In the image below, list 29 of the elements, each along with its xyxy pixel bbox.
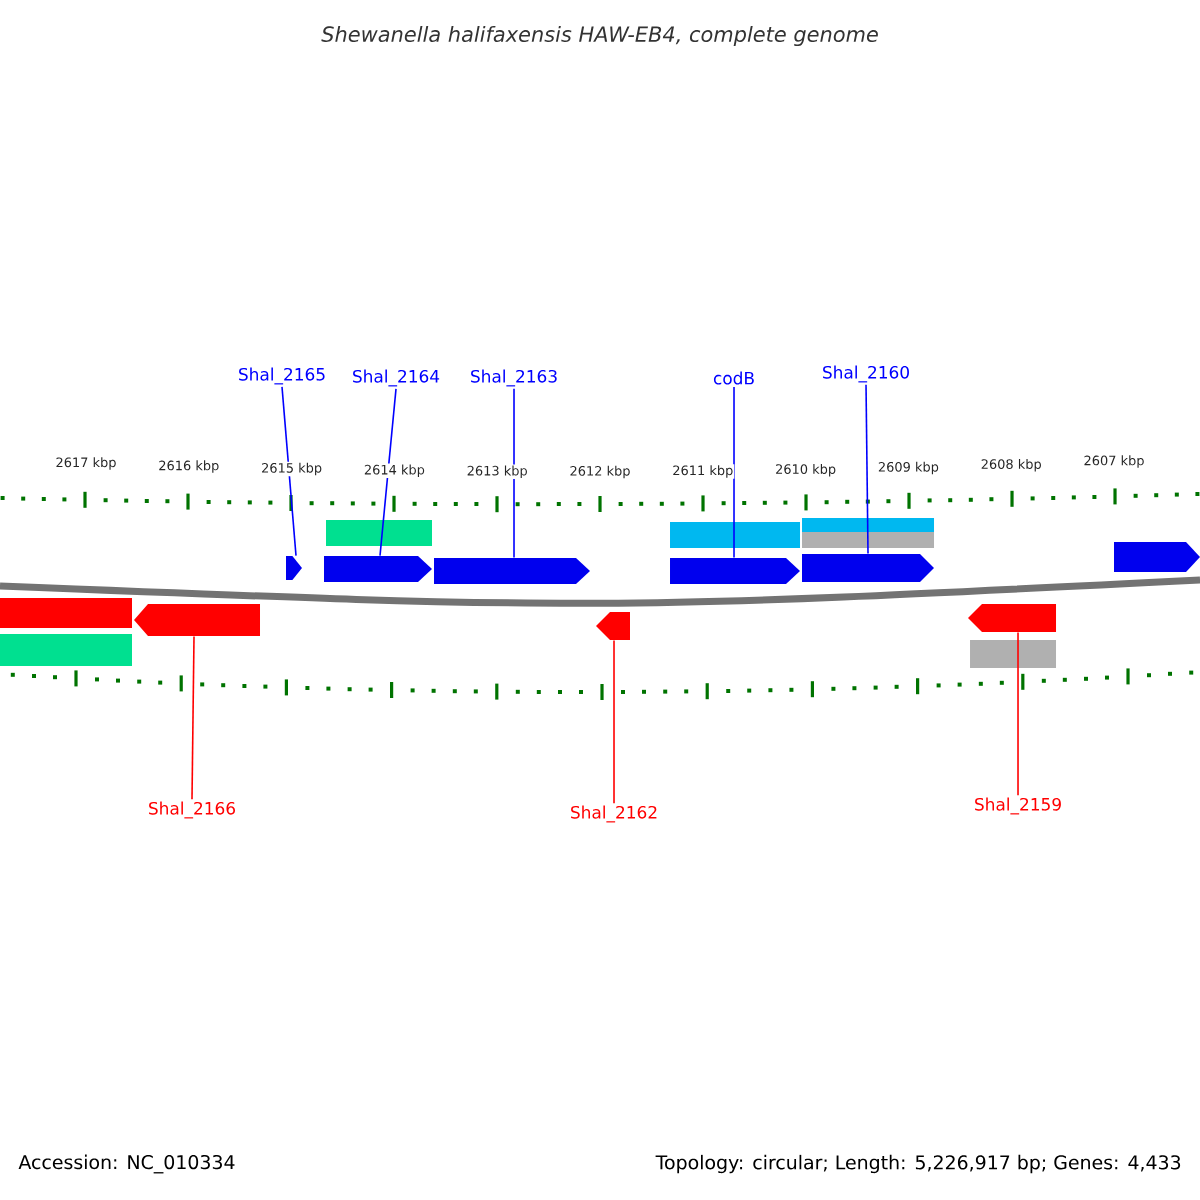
- leader-line: [1017, 631, 1019, 796]
- gene-label: Shal_2166: [149, 801, 235, 819]
- leader-line: [191, 635, 195, 800]
- title: Shewanella halifaxensis HAW-EB4, complete genome: [321, 25, 878, 47]
- leader-line: [281, 386, 297, 557]
- leader-line: [865, 384, 869, 555]
- gene-label: codB: [713, 371, 754, 385]
- leader-line: [613, 639, 615, 804]
- gene-feature: [1114, 542, 1200, 572]
- gene-feature: [286, 556, 302, 580]
- gene-feature: [0, 598, 132, 628]
- gene-feature: [968, 604, 1056, 632]
- gene-label: Shal_2165: [239, 367, 325, 385]
- gene-feature: [802, 554, 934, 582]
- gene-feature: [596, 612, 630, 640]
- leader-line: [733, 386, 735, 559]
- gene-label: Shal_2164: [353, 369, 440, 387]
- gene-label: Shal_2162: [571, 805, 657, 823]
- genome-info-text: Topology: circular; Length: 5,226,917 bp; Genes: 4,433: [655, 1154, 1181, 1174]
- gene-label: Shal_2163: [471, 369, 557, 387]
- gene-feature: [324, 556, 432, 582]
- accession-text: Accession: NC_010334: [18, 1154, 235, 1174]
- gene-feature: [134, 604, 260, 636]
- gene-label: Shal_2160: [823, 365, 909, 383]
- gene-feature: [434, 558, 590, 584]
- gene-feature: [670, 558, 800, 584]
- leader-line: [513, 388, 515, 559]
- gene-label: Shal_2159: [975, 797, 1061, 815]
- leader-line: [379, 388, 397, 557]
